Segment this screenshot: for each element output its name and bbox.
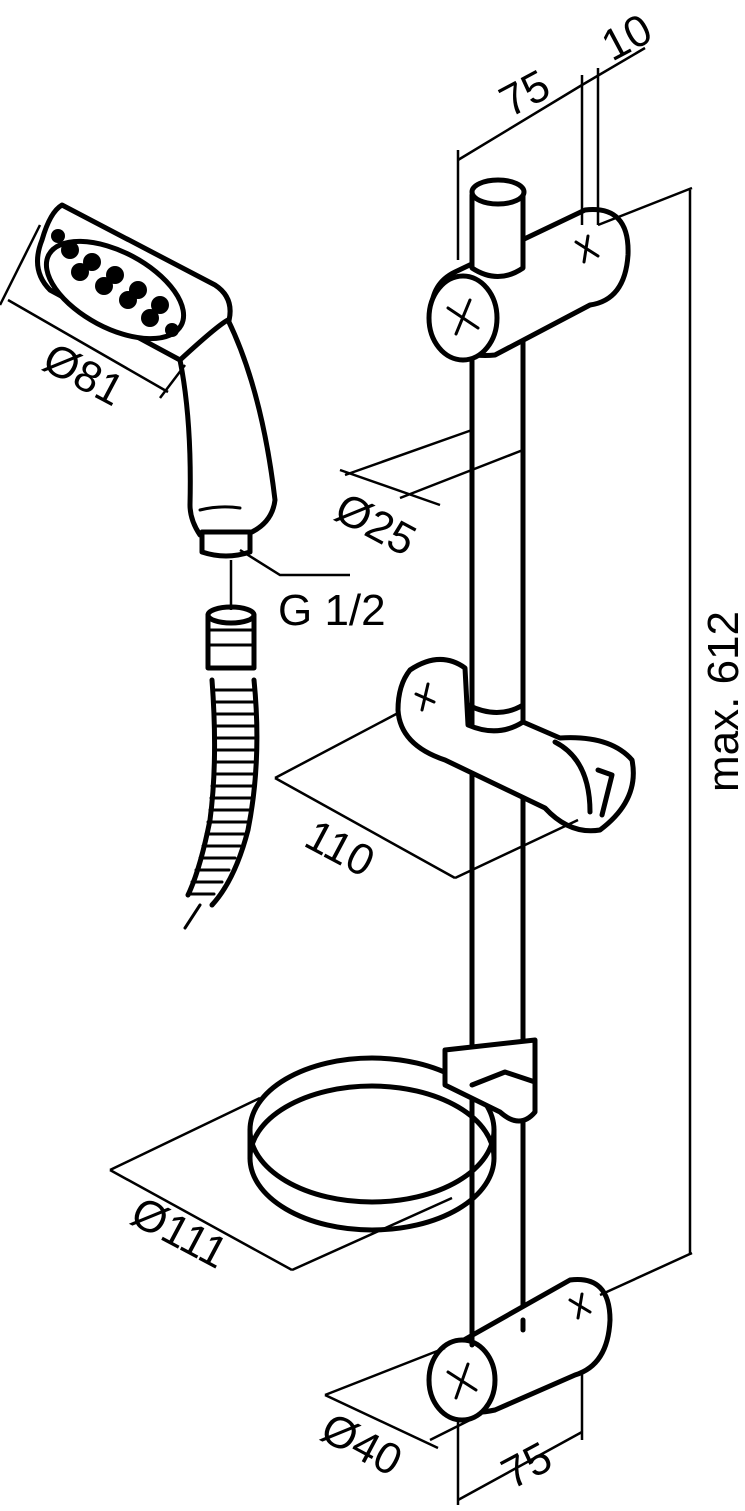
- dimension-lines: [0, 46, 693, 1505]
- label-head-diameter: Ø81: [35, 334, 131, 416]
- label-top-offset: 10: [594, 5, 660, 71]
- label-total-height: max. 612: [699, 611, 745, 792]
- label-bottom-width: 75: [494, 1433, 560, 1499]
- label-dish-diameter: Ø111: [123, 1188, 235, 1279]
- label-holder-reach: 110: [297, 811, 382, 887]
- label-top-width: 75: [492, 61, 558, 127]
- top-wall-bracket: [426, 177, 631, 363]
- shower-hose: [183, 604, 260, 930]
- hand-shower: [35, 202, 278, 559]
- soap-dish: [247, 1037, 538, 1233]
- label-rail-diameter: Ø25: [327, 484, 423, 566]
- sliding-holder: [395, 657, 636, 834]
- label-bracket-diameter: Ø40: [313, 1404, 409, 1486]
- label-thread: G 1/2: [278, 586, 386, 635]
